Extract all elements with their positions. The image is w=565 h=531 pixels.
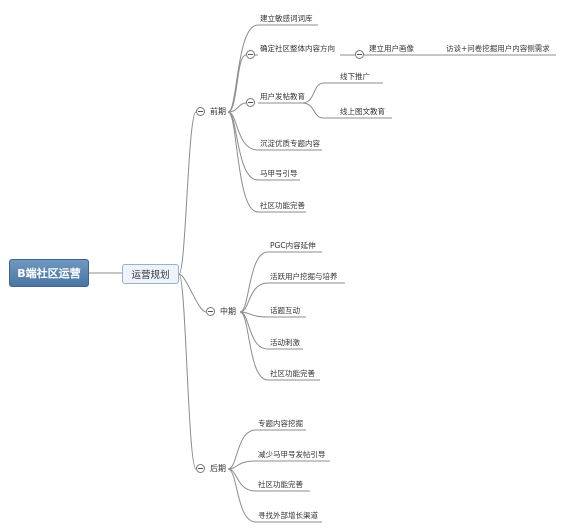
link-early-6: [227, 111, 306, 213]
link-late-4: [227, 468, 322, 523]
link-mid-5: [239, 311, 320, 381]
late-item[interactable]: 减少马甲号发帖引导: [258, 450, 326, 459]
early-item[interactable]: 用户发帖教育: [260, 92, 305, 101]
mid-item[interactable]: 话题互动: [270, 306, 300, 315]
mid-item[interactable]: 活跃用户挖掘与培养: [270, 272, 338, 281]
education-item[interactable]: 线上图文教育: [340, 107, 385, 116]
link-late-3: [227, 468, 310, 492]
link-edu-2: [301, 102, 392, 119]
link-mid-4: [239, 311, 303, 350]
persona-detail-node[interactable]: 访谈+问卷挖掘用户内容侧需求: [446, 44, 550, 53]
link-late-2: [227, 460, 330, 470]
persona-node[interactable]: 建立用户画像: [369, 44, 414, 53]
link-main-late: [178, 273, 197, 470]
phase-mid-label[interactable]: 中期: [220, 307, 236, 316]
phase-early-label[interactable]: 前期: [210, 107, 226, 116]
link-early-2: [227, 54, 247, 113]
link-early-4: [227, 111, 322, 151]
link-early-3: [227, 102, 247, 113]
collapse-late-icon[interactable]: [196, 464, 205, 473]
phase-late-label[interactable]: 后期: [210, 464, 226, 473]
early-item[interactable]: 马甲号引导: [260, 169, 298, 178]
collapse-education-icon[interactable]: [246, 98, 255, 107]
link-mid-3: [239, 311, 306, 318]
early-item[interactable]: 建立敏感词词库: [260, 14, 313, 23]
link-late-1: [227, 429, 306, 470]
link-main-early: [178, 111, 197, 275]
mid-item[interactable]: 社区功能完善: [270, 369, 315, 378]
mid-item[interactable]: PGC内容延伸: [270, 241, 316, 250]
link-mid-2: [239, 282, 345, 313]
root-node[interactable]: B端社区运营: [9, 259, 89, 287]
collapse-early-icon[interactable]: [196, 107, 205, 116]
link-mid-1: [239, 251, 322, 313]
collapse-persona-icon[interactable]: [355, 50, 364, 59]
link-main-mid: [178, 273, 207, 313]
link-early-1: [227, 24, 318, 113]
link-edu-1: [301, 82, 383, 104]
early-item[interactable]: 社区功能完善: [260, 201, 305, 210]
collapse-direction-icon[interactable]: [246, 50, 255, 59]
collapse-mid-icon[interactable]: [206, 307, 215, 316]
early-item[interactable]: 确定社区整体内容方向: [260, 44, 335, 53]
early-item[interactable]: 沉淀优质专题内容: [260, 139, 320, 148]
mid-item[interactable]: 活动刺激: [270, 338, 300, 347]
education-item[interactable]: 线下推广: [340, 72, 370, 81]
late-item[interactable]: 社区功能完善: [258, 480, 303, 489]
late-item[interactable]: 专题内容挖掘: [258, 419, 303, 428]
main-topic-node[interactable]: 运营规划: [122, 264, 179, 284]
late-item[interactable]: 寻找外部增长渠道: [258, 511, 318, 520]
